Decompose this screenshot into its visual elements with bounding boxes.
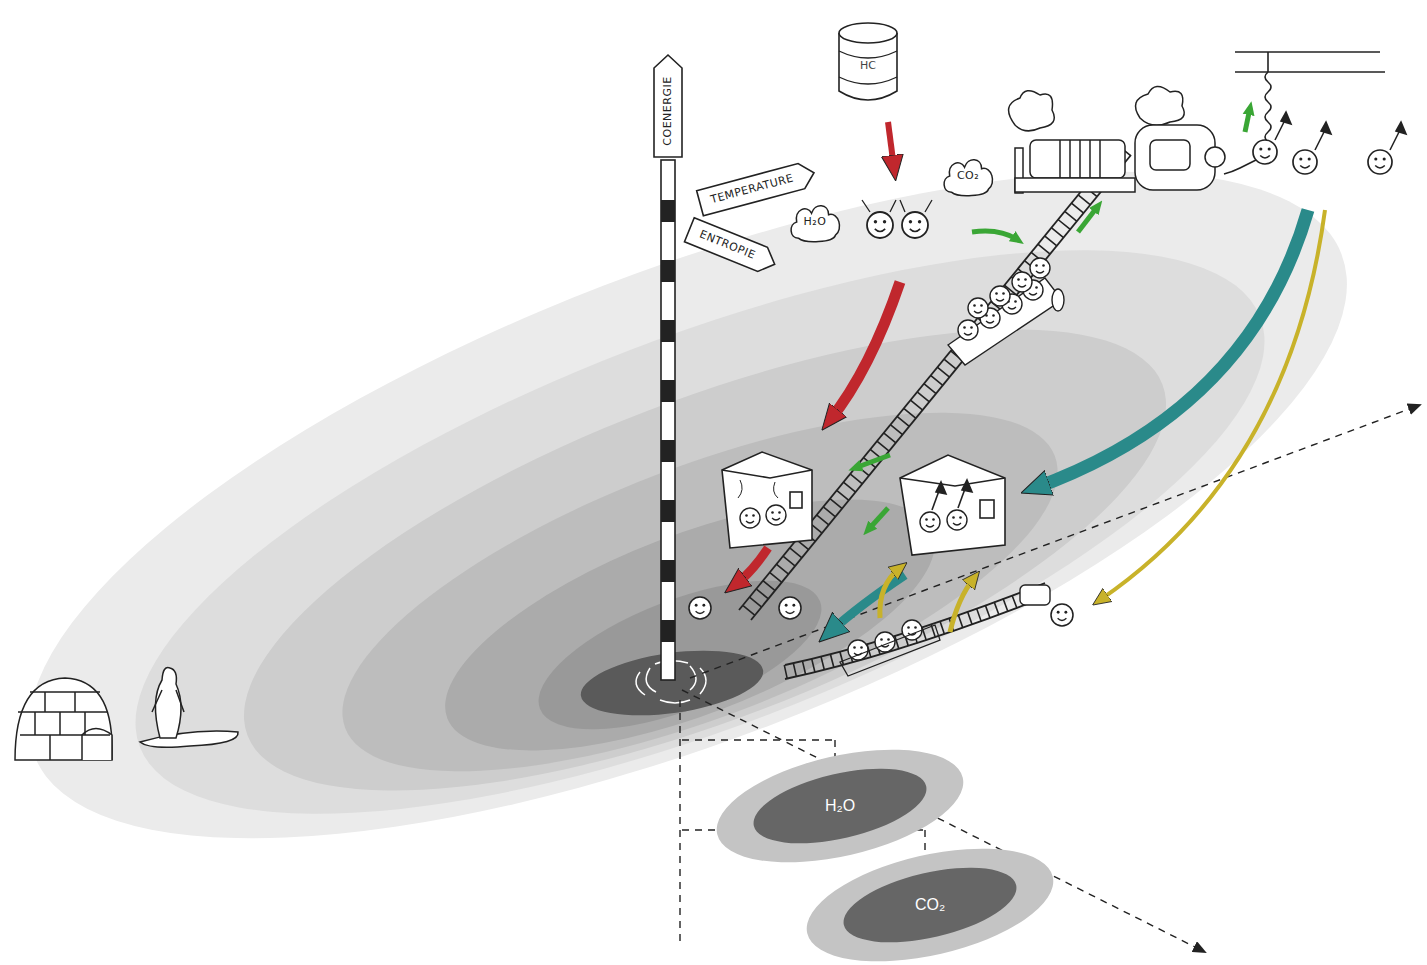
cloud-node: H₂O <box>787 200 844 244</box>
cloud-node: CO₂ <box>940 154 997 198</box>
ring <box>300 339 1099 845</box>
node-text: COENERGIE <box>662 76 674 145</box>
house <box>900 455 1005 555</box>
ring <box>70 135 1330 929</box>
penguin <box>140 668 238 748</box>
house <box>722 452 812 548</box>
machine <box>1009 86 1225 193</box>
ladder <box>739 145 1131 620</box>
power-line <box>1224 52 1385 174</box>
node-text: CO₂ <box>957 170 979 182</box>
arrow-node: COENERGIE <box>653 54 683 158</box>
excited-arrows <box>932 480 972 510</box>
electrons <box>1253 112 1406 174</box>
ring <box>0 35 1426 965</box>
curved-ladder <box>785 583 1045 679</box>
ring <box>415 448 965 802</box>
node-text: H₂O <box>825 797 855 815</box>
signpost-pole <box>661 160 675 680</box>
igloo <box>15 678 112 760</box>
ellipse-node: H₂O <box>710 752 970 860</box>
wagon <box>948 258 1064 365</box>
ellipse-node: CO₂ <box>800 851 1060 959</box>
barrel-node: HC <box>837 21 899 103</box>
node-text: H₂O <box>804 216 827 228</box>
potential-rings <box>0 35 1426 965</box>
molecules <box>862 200 932 238</box>
node-text: CO₂ <box>915 896 945 914</box>
ring <box>190 235 1220 885</box>
node-text: HC <box>860 60 876 72</box>
flow-arrows <box>735 108 1325 632</box>
arrow-node: TEMPERATURE <box>695 159 818 217</box>
